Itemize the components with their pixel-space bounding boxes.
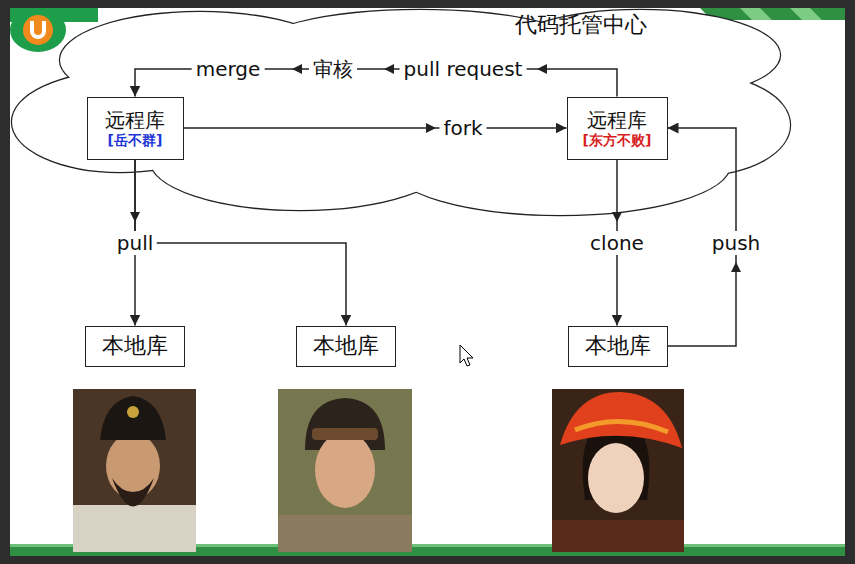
node-title: 本地库 [585, 333, 651, 359]
action-label: push [708, 231, 764, 255]
node-title: 远程库 [105, 108, 165, 132]
logo-mark [32, 21, 44, 37]
portrait-beard [112, 478, 154, 507]
portrait-hat [560, 392, 682, 448]
cloud-lobe [120, 40, 720, 180]
node-title: 本地库 [102, 333, 168, 359]
portrait-photo [73, 389, 196, 552]
node-title: 代码托管中心 [515, 12, 647, 38]
repo-box: 本地库 [296, 326, 396, 367]
portrait-hat-ornament [127, 406, 139, 418]
portrait-photo [552, 389, 684, 552]
owner-tag: [岳不群] [108, 132, 163, 149]
cloud-region: 代码托管中心远程库[岳不群]远程库[东方不败] [10, 0, 795, 220]
portrait-hat-band [575, 421, 668, 432]
portrait-face [588, 443, 644, 513]
portrait-headband [312, 428, 378, 440]
portrait-robe [73, 505, 196, 552]
action-label: fork [439, 116, 486, 140]
repo-box: 本地库 [568, 326, 668, 367]
portrait-collar [278, 515, 412, 552]
cloud-fill [120, 40, 720, 180]
owner-tag: [东方不败] [583, 132, 652, 149]
portrait-face [315, 432, 375, 508]
repo-box: 本地库 [85, 326, 185, 367]
step-label: pull request [400, 57, 527, 81]
node-title: 本地库 [313, 333, 379, 359]
logo-disc [23, 15, 53, 45]
action-label: pull [113, 231, 157, 255]
corner-stripe [740, 8, 772, 20]
portrait-face [106, 433, 160, 499]
portrait-robe [552, 520, 684, 552]
step-label: merge [192, 57, 265, 81]
mouse-cursor [460, 345, 473, 366]
repo-box: 远程库[岳不群] [87, 97, 184, 160]
repo-box: 远程库[东方不败] [567, 97, 668, 160]
action-label: clone [586, 231, 648, 255]
portrait-photo [278, 389, 412, 552]
logo-ring [10, 8, 66, 52]
slide-ground [10, 8, 845, 556]
step-label: 审核 [309, 57, 357, 81]
corner-stripe [790, 8, 822, 20]
flow-arrow [184, 127, 567, 129]
portrait-hat [100, 396, 166, 440]
node-title: 远程库 [587, 108, 647, 132]
